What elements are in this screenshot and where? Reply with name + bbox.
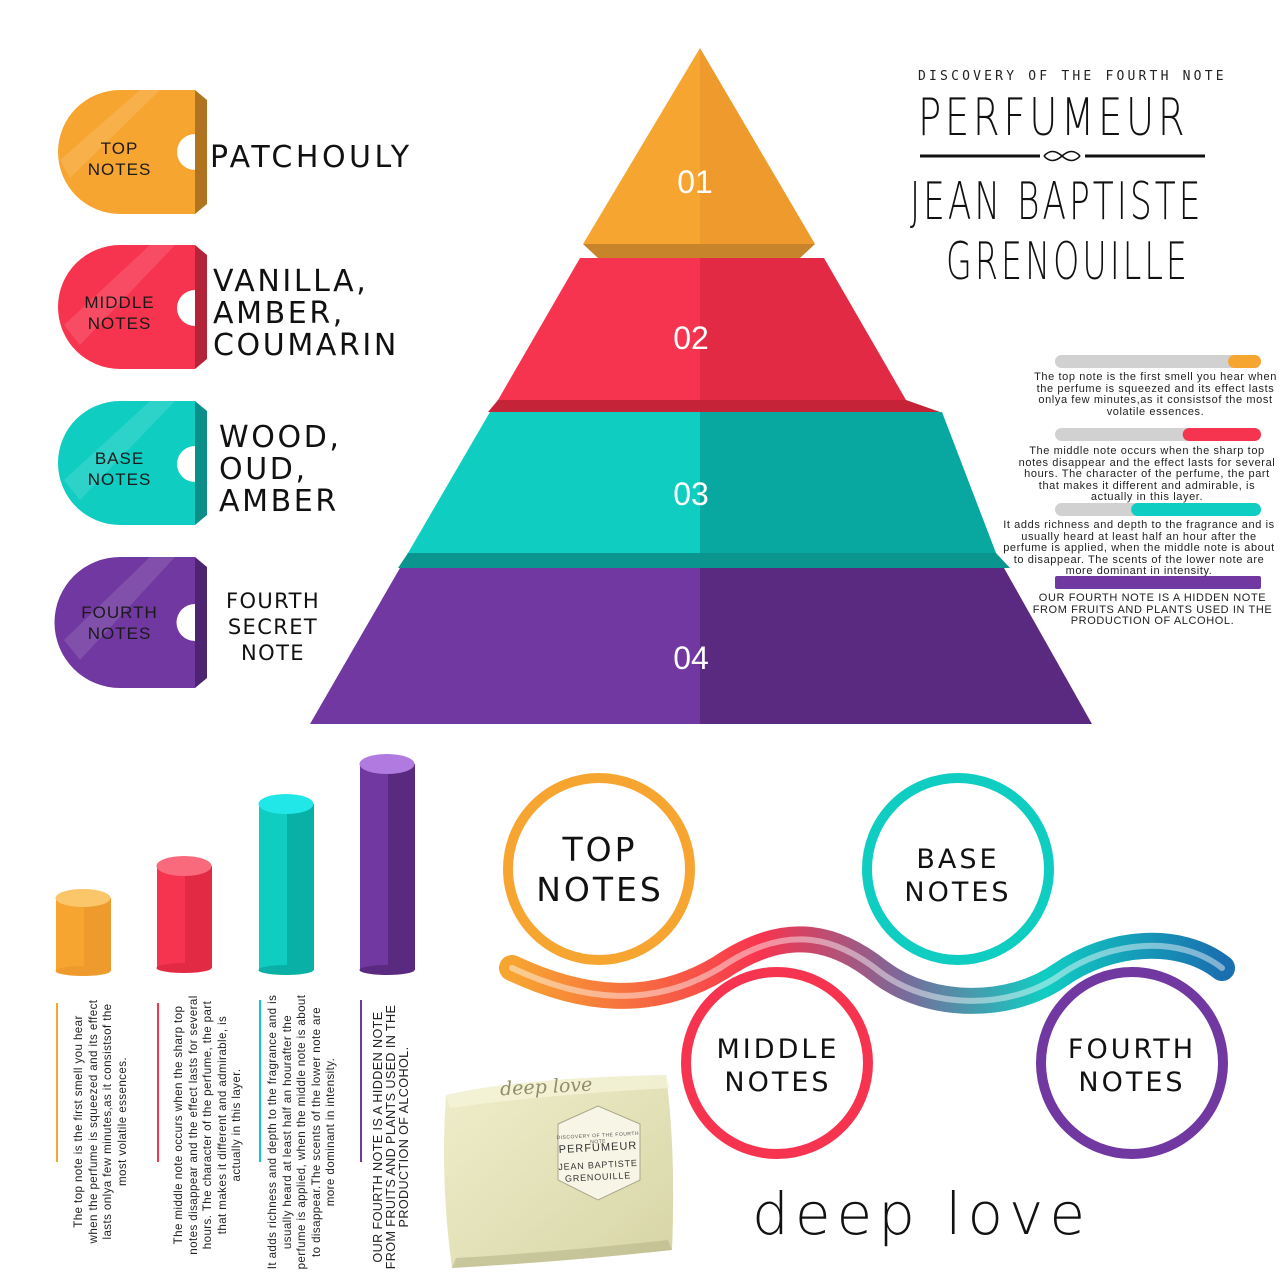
pyramid-layer-fourth [310, 568, 700, 724]
progress-track-top [1055, 355, 1261, 368]
pyramid-layer-fourth-shade [700, 568, 1092, 724]
pyramid-number-01: 01 [677, 164, 713, 200]
note-circles [503, 773, 1228, 1159]
cylinder-text-base: It adds richness and depth to the fragra… [266, 994, 337, 1270]
description-middle: The middle note occurs when the sharp to… [1018, 445, 1276, 503]
description-fourth: OUR FOURTH NOTE IS A HIDDEN NOTE FROM FR… [1032, 592, 1273, 627]
pyramid-layer-base [408, 412, 700, 553]
brand-person-line1: JEAN BAPTISTE [910, 172, 1204, 232]
tab-fourth-shape [54, 557, 207, 688]
wave [499, 926, 1235, 1014]
pyramid-layer-middle [498, 258, 700, 400]
notes-fourth: FOURTH SECRET NOTE [225, 589, 321, 665]
circle-fourth [1036, 967, 1228, 1159]
cylinder-text-middle: The middle note occurs when the sharp to… [172, 995, 243, 1255]
progress-fill-base [1131, 503, 1261, 516]
tab-top-shape [58, 90, 207, 214]
circle-top [503, 773, 695, 965]
description-top: The top note is the first smell you hear… [1034, 371, 1277, 418]
progress-fill-middle [1182, 428, 1261, 441]
left-tabs [54, 90, 207, 688]
pyramid-number-03: 03 [673, 476, 709, 512]
description-base: It adds richness and depth to the fragra… [1003, 519, 1275, 577]
cylinder-fourth [359, 754, 415, 975]
pyramid-number-04: 04 [673, 640, 709, 676]
notes-middle: VANILLA, AMBER, COUMARIN [213, 264, 399, 363]
brand-name: PERFUMEUR [918, 88, 1189, 148]
slogan: deep love [752, 1180, 1092, 1248]
tab-base-shape [58, 401, 207, 525]
pyramid [310, 48, 1092, 724]
pyramid-layer-top [583, 48, 700, 244]
circle-middle [681, 967, 873, 1159]
progress-bars [1055, 355, 1261, 589]
cylinder-middle [156, 856, 212, 973]
cylinder-base [258, 794, 314, 975]
cylinders [55, 754, 415, 1162]
cylinder-top [55, 889, 111, 976]
cylinder-text-top: The top note is the first smell you hear… [72, 999, 129, 1244]
soap-package [444, 1075, 674, 1268]
pyramid-layer-base-shade [700, 412, 996, 553]
pyramid-layer-middle-shade [700, 258, 906, 400]
brand-divider [920, 150, 1205, 162]
cylinder-text-fourth: OUR FOURTH NOTE IS A HIDDEN NOTE FROM FR… [371, 1004, 411, 1270]
pyramid-number-02: 02 [673, 320, 709, 356]
tab-middle-shape [58, 245, 207, 369]
progress-fill-fourth [1055, 576, 1261, 589]
circle-base [862, 773, 1054, 965]
progress-fill-top [1228, 355, 1261, 368]
brand-person-line2: GRENOUILLE [946, 232, 1191, 292]
notes-top: PATCHOULY [210, 140, 413, 175]
pyramid-layer-top-shade [700, 48, 815, 244]
brand-tagline: DISCOVERY OF THE FOURTH NOTE [918, 69, 1227, 84]
notes-base: WOOD, OUD, AMBER [219, 420, 342, 519]
